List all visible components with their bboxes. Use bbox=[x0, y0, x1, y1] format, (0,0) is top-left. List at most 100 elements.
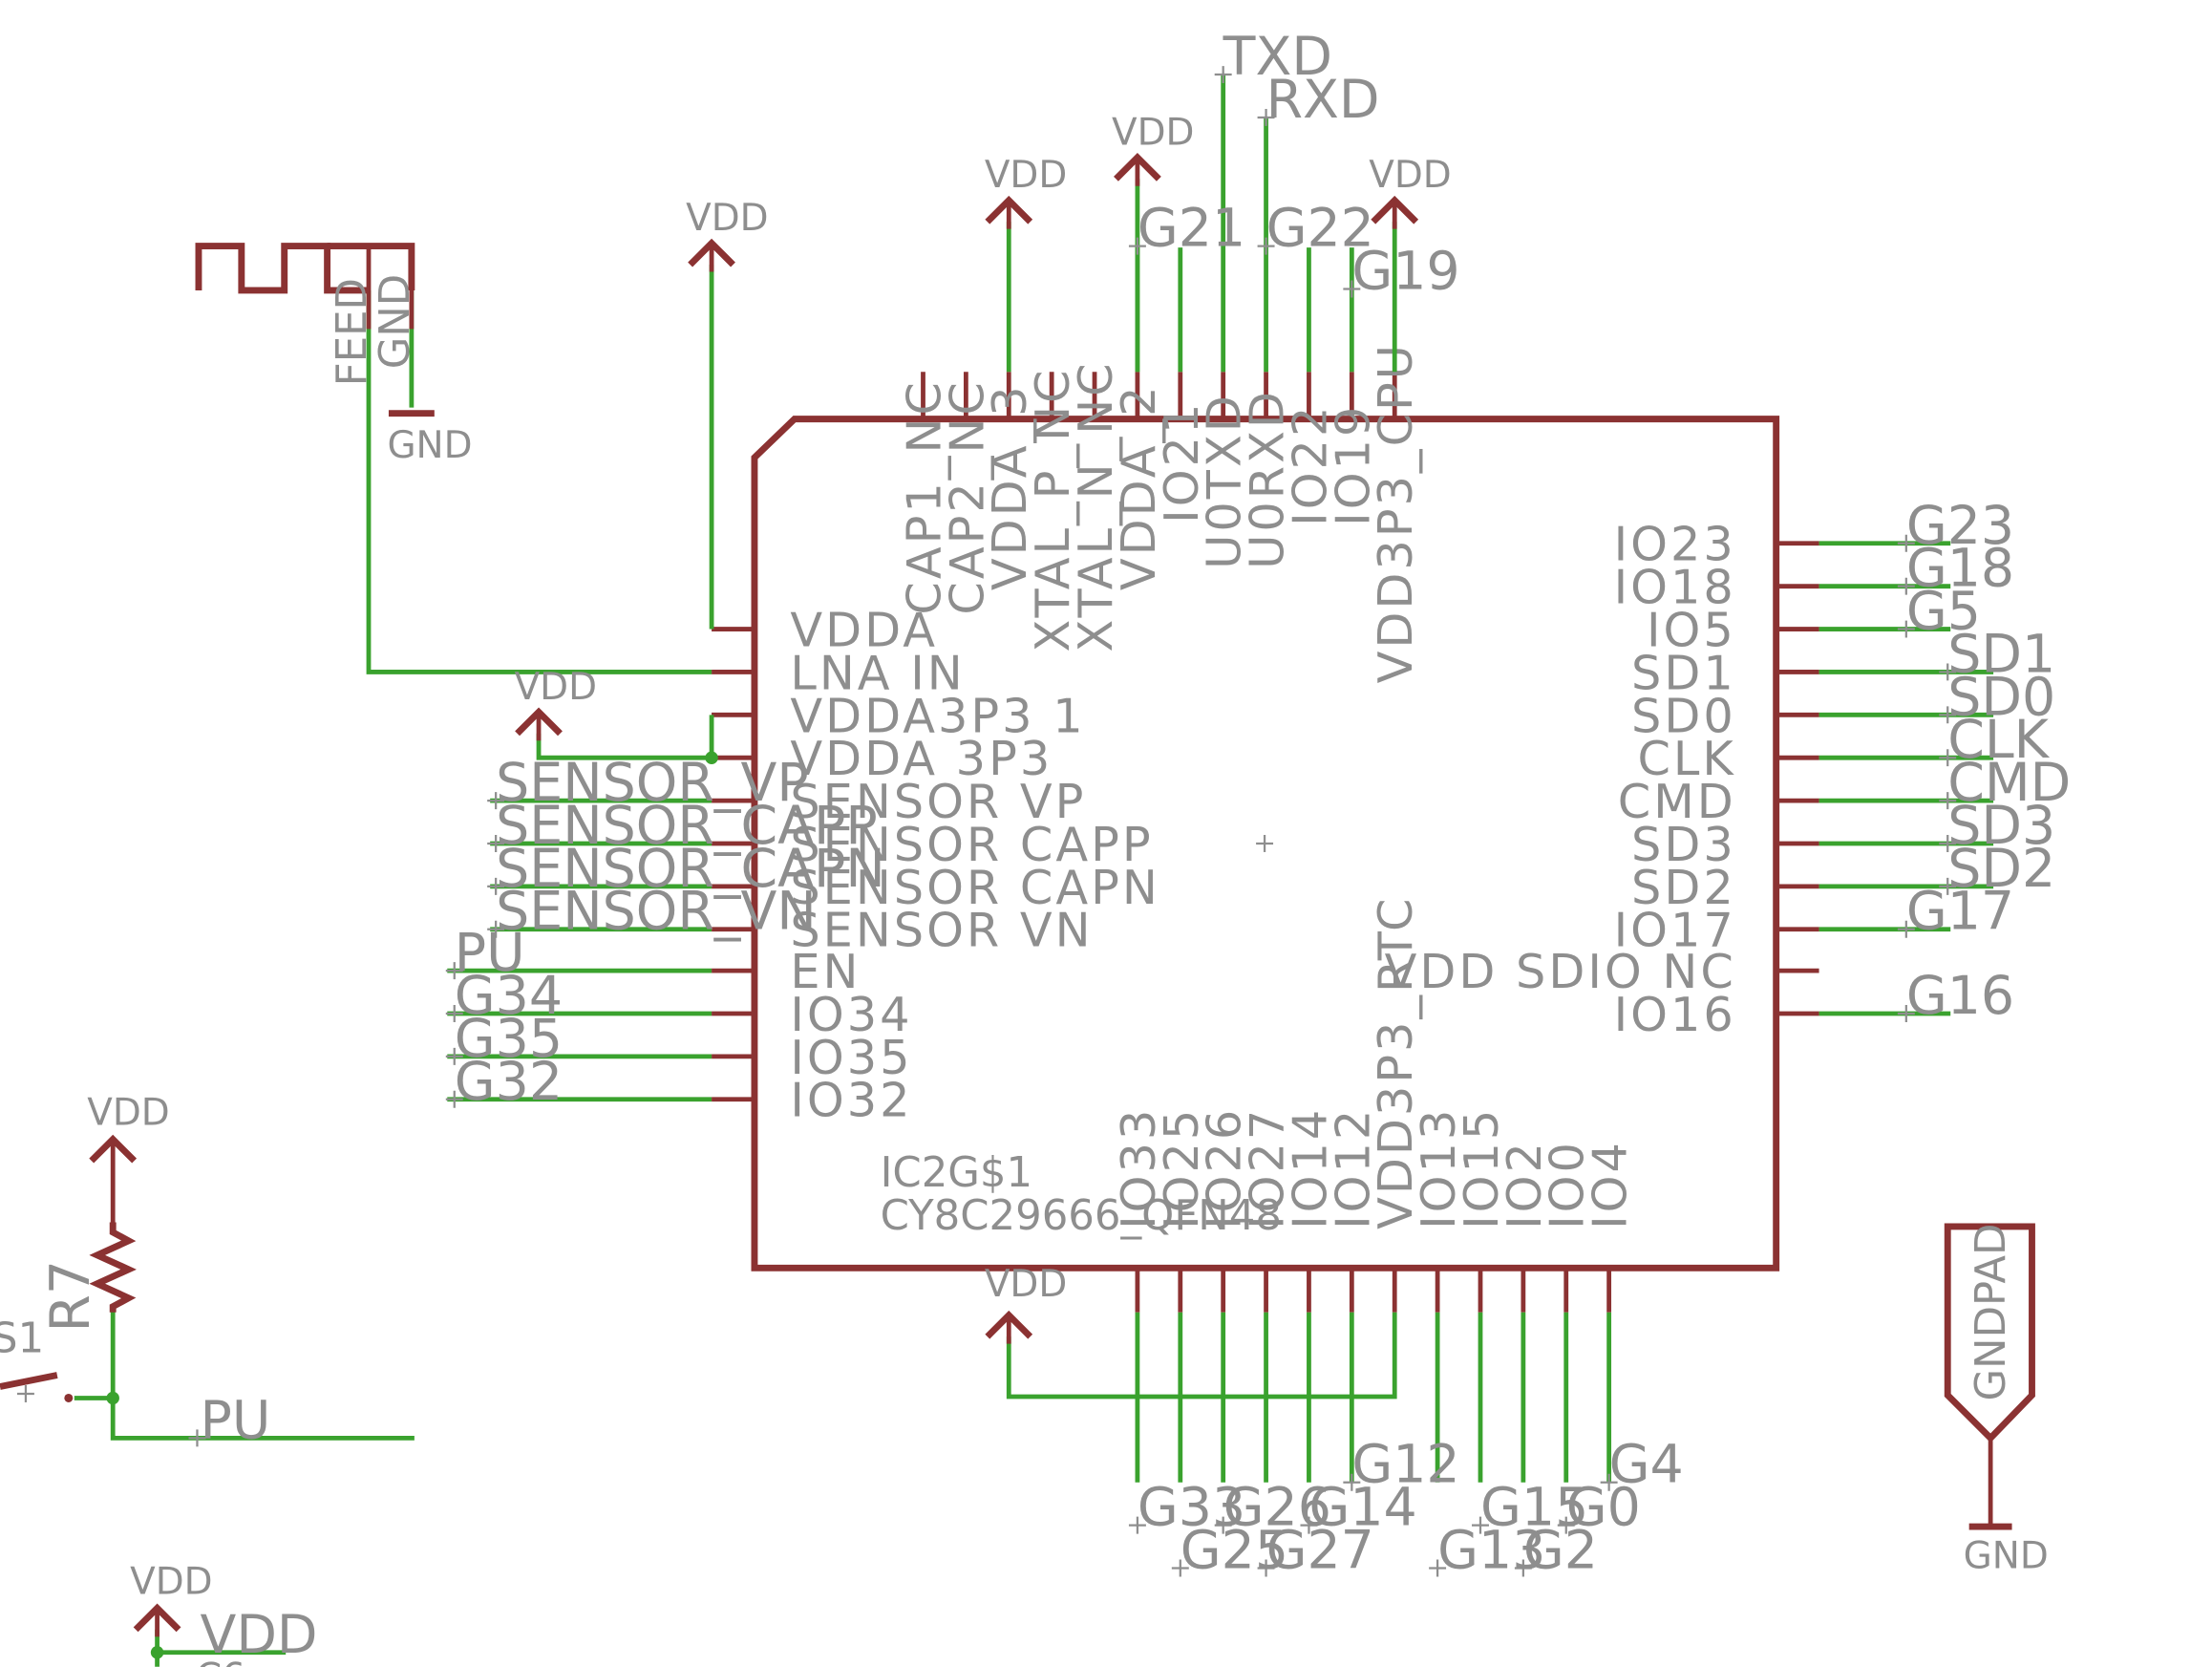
vdd-symbol bbox=[985, 1310, 1033, 1344]
pin-label-bottom: IO13 bbox=[1411, 1107, 1466, 1229]
net-label-right: G23 bbox=[1906, 496, 2014, 557]
net-label-left: PU bbox=[455, 923, 525, 984]
vdd-label: VDD bbox=[515, 666, 597, 709]
antenna-gnd-label: GND bbox=[372, 274, 419, 369]
gndpad-label: GNDPAD bbox=[1967, 1224, 2015, 1401]
pin-label-top: CAP1_NC bbox=[896, 379, 951, 614]
net-label-left: G32 bbox=[455, 1052, 563, 1113]
resistor-r7 bbox=[89, 1222, 137, 1313]
net-label-bottom: G33 bbox=[1138, 1478, 1245, 1539]
net-label-bottom: G13 bbox=[1437, 1521, 1545, 1582]
pin-label-right: IO16 bbox=[1614, 987, 1736, 1042]
pin-label-left: VDDA3P3 1 bbox=[790, 688, 1085, 743]
antenna-symbol bbox=[195, 243, 435, 417]
pin-label-bottom: IO12 bbox=[1325, 1107, 1380, 1229]
pin-label-top: CAP2_NC bbox=[939, 379, 994, 614]
net-label-right: SD0 bbox=[1947, 667, 2055, 728]
pin-label-right: VDD SDIO NC bbox=[1385, 944, 1736, 999]
net-label-left: SENSOR_CAPP bbox=[496, 796, 878, 857]
pin-label-right: SD3 bbox=[1631, 817, 1736, 872]
net-label-right: G17 bbox=[1906, 882, 2014, 943]
net-label-left: G34 bbox=[455, 966, 563, 1027]
pin-label-top: IO22 bbox=[1282, 404, 1337, 526]
net-label-right: G18 bbox=[1906, 539, 2014, 600]
net-label-txd: TXD bbox=[1223, 27, 1332, 88]
gnd-label: GND bbox=[1964, 1535, 2049, 1578]
pin-label-right: SD1 bbox=[1631, 645, 1736, 700]
pin-label-top: XTAL_N_NC bbox=[1068, 360, 1123, 652]
pin-label-bottom: IO4 bbox=[1583, 1140, 1638, 1229]
pin-label-top: U0RXD bbox=[1240, 389, 1295, 569]
vdd-symbol bbox=[515, 707, 563, 741]
net-label-g22: G22 bbox=[1266, 199, 1374, 260]
pin-label-left: LNA IN bbox=[790, 645, 965, 700]
pin-label-top: XTAL_P_NC bbox=[1025, 368, 1080, 652]
net-label-g19: G19 bbox=[1351, 241, 1459, 302]
pin-label-right: IO18 bbox=[1614, 560, 1736, 615]
junctions bbox=[106, 751, 718, 1659]
net-label-bottom: G25 bbox=[1180, 1521, 1288, 1582]
ic-pin-labels-top: CAP1_NC CAP2_NC VDDA_3 XTAL_P_NC XTAL_N_… bbox=[896, 342, 1423, 683]
vdd-label: VDD bbox=[985, 154, 1067, 197]
pin-label-right: CMD bbox=[1618, 774, 1736, 829]
net-label-right: CMD bbox=[1947, 753, 2071, 814]
ic-pin-stubs bbox=[712, 372, 1819, 1313]
vdd-symbol bbox=[133, 1603, 181, 1637]
net-label-left: SENSOR_CAPN bbox=[496, 839, 885, 900]
pin-label-left: IO32 bbox=[790, 1073, 912, 1128]
ic-pin-labels-left: VDDA LNA IN VDDA3P3 1 VDDA 3P3 SENSOR VP… bbox=[790, 603, 1159, 1128]
net-label-rxd: RXD bbox=[1266, 70, 1380, 131]
switch-label: S1 bbox=[0, 1315, 44, 1363]
vdd-label: VDD bbox=[1112, 111, 1194, 154]
vdd-symbol bbox=[1114, 152, 1161, 186]
antenna-feed-label: FEED bbox=[329, 278, 376, 386]
pin-label-left: SENSOR CAPN bbox=[790, 860, 1159, 915]
pin-label-left: SENSOR VP bbox=[790, 774, 1086, 829]
pin-label-right: IO5 bbox=[1647, 603, 1736, 658]
net-origin-marks bbox=[445, 66, 1957, 1577]
pin-label-right: CLK bbox=[1637, 731, 1735, 786]
pin-label-right: SD2 bbox=[1631, 860, 1736, 915]
vdd-label: VDD bbox=[130, 1560, 212, 1603]
vdd-label: VDD bbox=[686, 197, 768, 240]
pin-label-right: IO17 bbox=[1614, 903, 1736, 958]
pin-label-top: VDDA_2 bbox=[1111, 383, 1166, 590]
pin-label-bottom: IO33 bbox=[1111, 1107, 1166, 1229]
net-label-right: G16 bbox=[1906, 966, 2014, 1027]
pin-label-bottom: VDD3P3_RTC bbox=[1368, 896, 1423, 1229]
net-label-bottom: G2 bbox=[1523, 1521, 1598, 1582]
pin-label-bottom: IO26 bbox=[1197, 1107, 1252, 1229]
net-label-right: SD1 bbox=[1947, 624, 2055, 685]
pin-label-bottom: IO2 bbox=[1497, 1140, 1552, 1229]
vdd-label: VDD bbox=[1369, 154, 1451, 197]
vdd-symbol bbox=[89, 1134, 138, 1223]
net-label-vdd: VDD bbox=[200, 1605, 317, 1666]
ic-pin-labels-bottom: IO33 IO25 IO26 IO27 IO14 IO12 VDD3P3_RTC… bbox=[1111, 896, 1638, 1229]
vdd-symbol bbox=[1371, 195, 1419, 229]
pin-label-right: SD0 bbox=[1631, 688, 1736, 743]
net-label-bottom: G26 bbox=[1223, 1478, 1331, 1539]
ic-name-label: IC2G$1 bbox=[881, 1149, 1032, 1197]
ic-value-label: CY8C29666_QFN48 bbox=[881, 1192, 1282, 1240]
net-label-pu: PU bbox=[200, 1390, 270, 1451]
pin-label-right: IO23 bbox=[1614, 517, 1736, 572]
switch-symbol bbox=[0, 1372, 74, 1402]
net-label-right: SD2 bbox=[1947, 839, 2055, 900]
pin-label-left: IO35 bbox=[790, 1030, 912, 1085]
partial-label: C6 bbox=[196, 1656, 245, 1667]
pin-label-left: IO34 bbox=[790, 987, 912, 1042]
pin-label-top: IO21 bbox=[1154, 401, 1209, 524]
pin-label-bottom: IO15 bbox=[1454, 1107, 1509, 1229]
net-label-bottom: G27 bbox=[1266, 1521, 1374, 1582]
net-label-right: CLK bbox=[1947, 710, 2050, 771]
pin-label-top: IO19 bbox=[1325, 404, 1380, 526]
vdd-label: VDD bbox=[985, 1263, 1067, 1306]
pin-label-left: SENSOR CAPP bbox=[790, 817, 1153, 872]
pin-label-left: EN bbox=[790, 944, 861, 999]
pin-label-bottom: IO14 bbox=[1282, 1107, 1337, 1229]
resistor-label: R7 bbox=[39, 1260, 102, 1333]
pin-label-top: VDDA_3 bbox=[982, 383, 1037, 590]
gnd-label: GND bbox=[387, 424, 472, 467]
pin-label-bottom: IO27 bbox=[1240, 1107, 1295, 1229]
net-label-bottom: G0 bbox=[1566, 1478, 1641, 1539]
